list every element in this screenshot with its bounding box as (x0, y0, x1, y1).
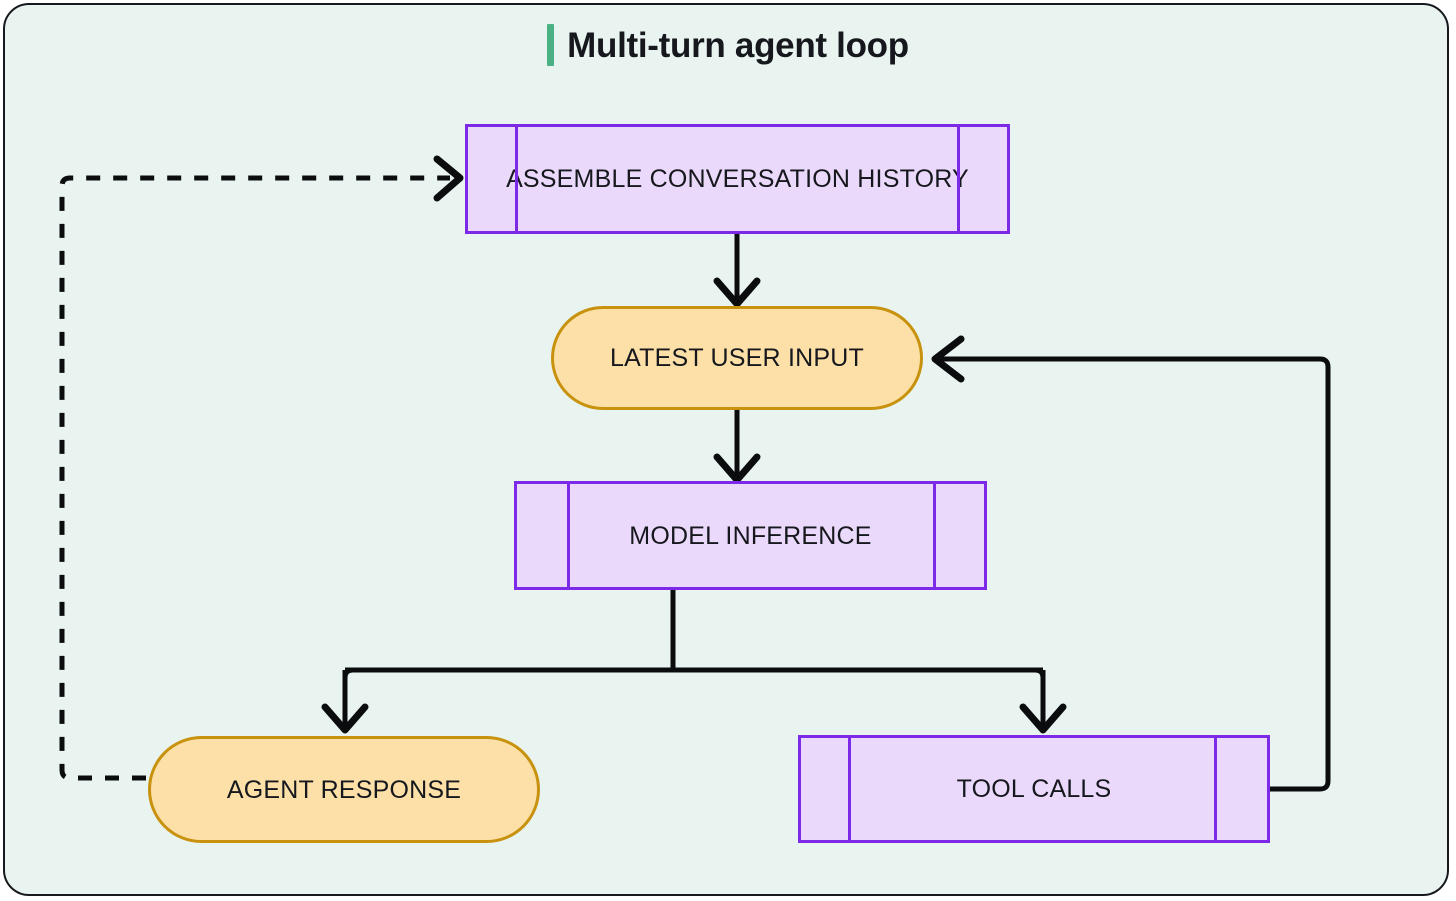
subroutine-rule-left (515, 127, 518, 231)
node-latest-user-input[interactable]: LATEST USER INPUT (551, 306, 923, 410)
node-model-inference[interactable]: MODEL INFERENCE (514, 481, 987, 590)
node-tool-calls[interactable]: TOOL CALLS (798, 735, 1270, 843)
subroutine-rule-left (567, 484, 570, 587)
node-label: ASSEMBLE CONVERSATION HISTORY (506, 165, 969, 193)
node-label: TOOL CALLS (956, 775, 1112, 803)
node-label: LATEST USER INPUT (610, 344, 864, 372)
node-label: MODEL INFERENCE (629, 521, 872, 550)
node-assemble-conversation-history[interactable]: ASSEMBLE CONVERSATION HISTORY (465, 124, 1010, 234)
subroutine-rule-right (1214, 738, 1217, 840)
page-title: Multi-turn agent loop (567, 25, 909, 65)
diagram-title: Multi-turn agent loop (0, 24, 1456, 66)
subroutine-rule-right (933, 484, 936, 587)
node-label: AGENT RESPONSE (226, 775, 462, 804)
node-agent-response[interactable]: AGENT RESPONSE (148, 736, 540, 843)
subroutine-rule-right (957, 127, 960, 231)
title-accent-bar (547, 24, 555, 66)
subroutine-rule-left (848, 738, 851, 840)
